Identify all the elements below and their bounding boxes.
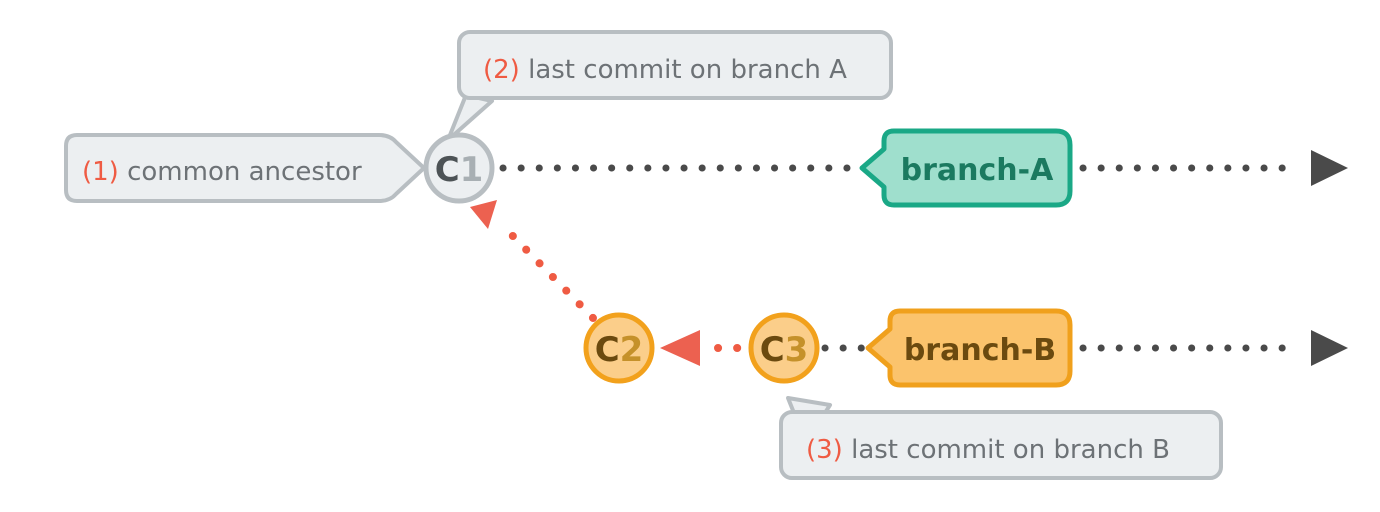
commit-c3-digit: 3	[785, 330, 809, 370]
c2-to-c1-connector	[470, 200, 597, 322]
callout-3-text: (3) last commit on branch B	[806, 435, 1170, 465]
branch-b-arrowhead	[1311, 330, 1348, 366]
branch-a-label: branch-A	[901, 153, 1054, 188]
commit-node-c2[interactable]: C2	[583, 312, 655, 384]
callout-1-label: common ancestor	[119, 157, 362, 187]
commit-node-c3[interactable]: C3	[748, 312, 820, 384]
callout-3: (3) last commit on branch B	[779, 396, 1223, 480]
branch-a-arrowhead	[1311, 150, 1348, 186]
callout-3-number: (3)	[806, 435, 843, 465]
commit-c2-label: C2	[595, 330, 644, 370]
callout-3-label: last commit on branch B	[843, 435, 1170, 465]
commit-c2-digit: 2	[620, 330, 644, 370]
branch-tag-branch-b[interactable]: branch-B	[865, 308, 1073, 388]
callout-2: (2) last commit on branch A	[446, 30, 893, 142]
commit-c1-label: C1	[435, 150, 484, 190]
callout-2-text: (2) last commit on branch A	[483, 55, 847, 85]
callout-1-text: (1) common ancestor	[82, 157, 362, 187]
callout-2-number: (2)	[483, 55, 520, 85]
commit-c2-letter: C	[595, 330, 620, 370]
callout-2-label: last commit on branch A	[520, 55, 847, 85]
c3-to-c2-connector	[660, 330, 756, 366]
commit-c3-letter: C	[760, 330, 785, 370]
commit-c3-label: C3	[760, 330, 809, 370]
commit-c1-letter: C	[435, 150, 460, 190]
callout-1: (1) common ancestor	[64, 133, 426, 203]
branch-b-label: branch-B	[904, 333, 1056, 368]
commit-c1-digit: 1	[460, 150, 484, 190]
callout-1-number: (1)	[82, 157, 119, 187]
commit-node-c1[interactable]: C1	[423, 132, 495, 204]
branch-tag-branch-a[interactable]: branch-A	[859, 128, 1073, 208]
